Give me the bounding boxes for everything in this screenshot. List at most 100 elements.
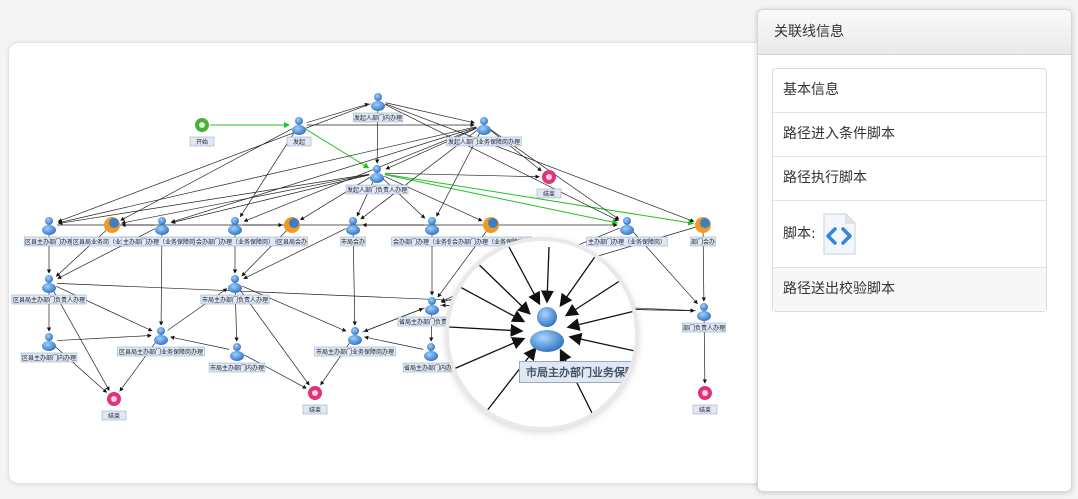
user-task-node[interactable] [697, 303, 711, 321]
user-task-node[interactable] [348, 327, 362, 345]
node-label: 部门会办 [691, 238, 715, 246]
code-file-icon[interactable] [822, 213, 856, 255]
node-label-box: 结束 [302, 404, 328, 415]
user-task-node[interactable] [42, 217, 56, 235]
user-task-node[interactable] [155, 217, 169, 235]
script-row[interactable]: 脚本: [773, 201, 1046, 268]
user-task-node[interactable] [154, 327, 168, 345]
node-label: 部门负责人办理 [683, 324, 725, 332]
person-icon [45, 217, 53, 225]
node-label-bg [101, 410, 127, 421]
workflow-diagram[interactable]: 发起发起人部门内办理发起人部门业务保障岗办理发起人部门负责人办理区县主办部门办理… [9, 43, 789, 483]
magnified-edge [508, 246, 541, 306]
workflow-edge[interactable] [56, 333, 152, 341]
workflow-edge[interactable] [384, 174, 619, 225]
workflow-edge[interactable] [171, 174, 370, 224]
workflow-edge[interactable] [121, 174, 370, 225]
workflow-edge[interactable] [385, 104, 619, 221]
workflow-edge[interactable] [57, 228, 156, 279]
user-task-node[interactable] [424, 343, 438, 361]
workflow-edge[interactable] [57, 103, 371, 223]
workflow-edge[interactable] [362, 307, 424, 333]
user-task-node[interactable] [425, 217, 439, 235]
workflow-edge[interactable] [239, 289, 310, 386]
execution-script-item[interactable]: 路径执行脚本 [773, 157, 1046, 201]
workflow-edge[interactable] [242, 285, 347, 332]
person-icon-body [620, 225, 634, 235]
basic-info-item[interactable]: 基本信息 [773, 69, 1046, 113]
person-icon [373, 165, 381, 173]
magnified-edge [478, 346, 537, 422]
workflow-edge[interactable] [306, 102, 370, 124]
workflow-edge[interactable] [385, 102, 475, 125]
user-task-node[interactable] [42, 333, 56, 351]
user-task-node[interactable] [42, 275, 56, 293]
magnified-edge [564, 270, 635, 317]
multi-user-node[interactable] [483, 217, 499, 233]
entry-condition-script-item[interactable]: 路径进入条件脚本 [773, 113, 1046, 157]
workflow-edge[interactable] [243, 354, 307, 389]
node-label-bg [586, 236, 668, 247]
workflow-edge[interactable] [240, 131, 295, 218]
workflow-edge[interactable] [52, 289, 110, 391]
node-label-box: 市局会办 [340, 236, 366, 247]
exit-validation-script-item[interactable]: 路径送出校验脚本 [773, 268, 1046, 311]
workflow-edge[interactable] [58, 173, 370, 225]
node-label-bg [682, 322, 726, 333]
user-task-node[interactable] [477, 117, 491, 135]
node-label: 发起人部门业务保障岗办理 [448, 138, 520, 146]
workflow-edge[interactable] [364, 335, 424, 350]
workflow-edge[interactable] [490, 129, 542, 172]
workflow-edge[interactable] [243, 228, 346, 279]
person-icon [157, 327, 165, 335]
user-task-node[interactable] [346, 217, 360, 235]
node-label: 区县局会办 [277, 238, 307, 246]
workflow-edge[interactable] [170, 127, 477, 224]
person-icon [623, 217, 631, 225]
workflow-edge[interactable] [352, 232, 357, 326]
node-label-box: 区县局会办 [276, 236, 308, 247]
person-icon [428, 217, 436, 225]
workflow-edge[interactable] [385, 127, 477, 170]
workflow-edge[interactable] [382, 178, 426, 219]
node-label-bg [345, 184, 409, 195]
node-label-box: 结束 [692, 404, 718, 415]
multi-user-node[interactable] [284, 217, 300, 233]
workflow-edge[interactable] [299, 176, 371, 221]
magnified-edge [449, 337, 526, 372]
workflow-edge[interactable] [159, 232, 164, 326]
end-node[interactable] [107, 392, 121, 406]
node-label-box: 发起 [286, 136, 312, 147]
user-task-node[interactable] [228, 275, 242, 293]
person-icon [349, 217, 357, 225]
multi-user-node[interactable] [695, 217, 711, 233]
multi-user-icon-inner [109, 218, 119, 228]
end-node[interactable] [308, 386, 322, 400]
end-node[interactable] [542, 170, 556, 184]
node-label: 结束 [309, 406, 321, 414]
workflow-edge[interactable] [384, 172, 540, 179]
workflow-canvas[interactable]: 发起发起人部门内办理发起人部门业务保障岗办理发起人部门负责人办理区县主办部门办理… [8, 42, 790, 484]
multi-user-icon-inner [700, 218, 710, 228]
user-task-node[interactable] [620, 217, 634, 235]
node-label: 发起人部门内办理 [354, 114, 402, 122]
multi-user-node[interactable] [104, 217, 120, 233]
user-task-node[interactable] [292, 117, 306, 135]
workflow-edge[interactable] [385, 103, 695, 223]
user-task-node[interactable] [370, 165, 384, 183]
user-task-node[interactable] [228, 217, 242, 235]
user-task-node[interactable] [425, 297, 439, 315]
node-label-box: 区县主办部门办理 [23, 236, 75, 247]
workflow-edge[interactable] [170, 335, 230, 350]
workflow-edge[interactable] [56, 286, 153, 332]
workflow-edge[interactable] [120, 128, 293, 221]
user-task-node[interactable] [230, 343, 244, 361]
workflow-edge[interactable] [384, 173, 695, 226]
workflow-edge[interactable] [305, 128, 370, 169]
user-task-node[interactable] [371, 93, 385, 111]
end-node[interactable] [698, 386, 712, 400]
node-label-box: 区县主办部门内办理 [20, 352, 78, 363]
start-node[interactable] [195, 118, 209, 132]
workflow-edge[interactable] [243, 127, 477, 222]
workflow-edge[interactable] [384, 176, 483, 222]
